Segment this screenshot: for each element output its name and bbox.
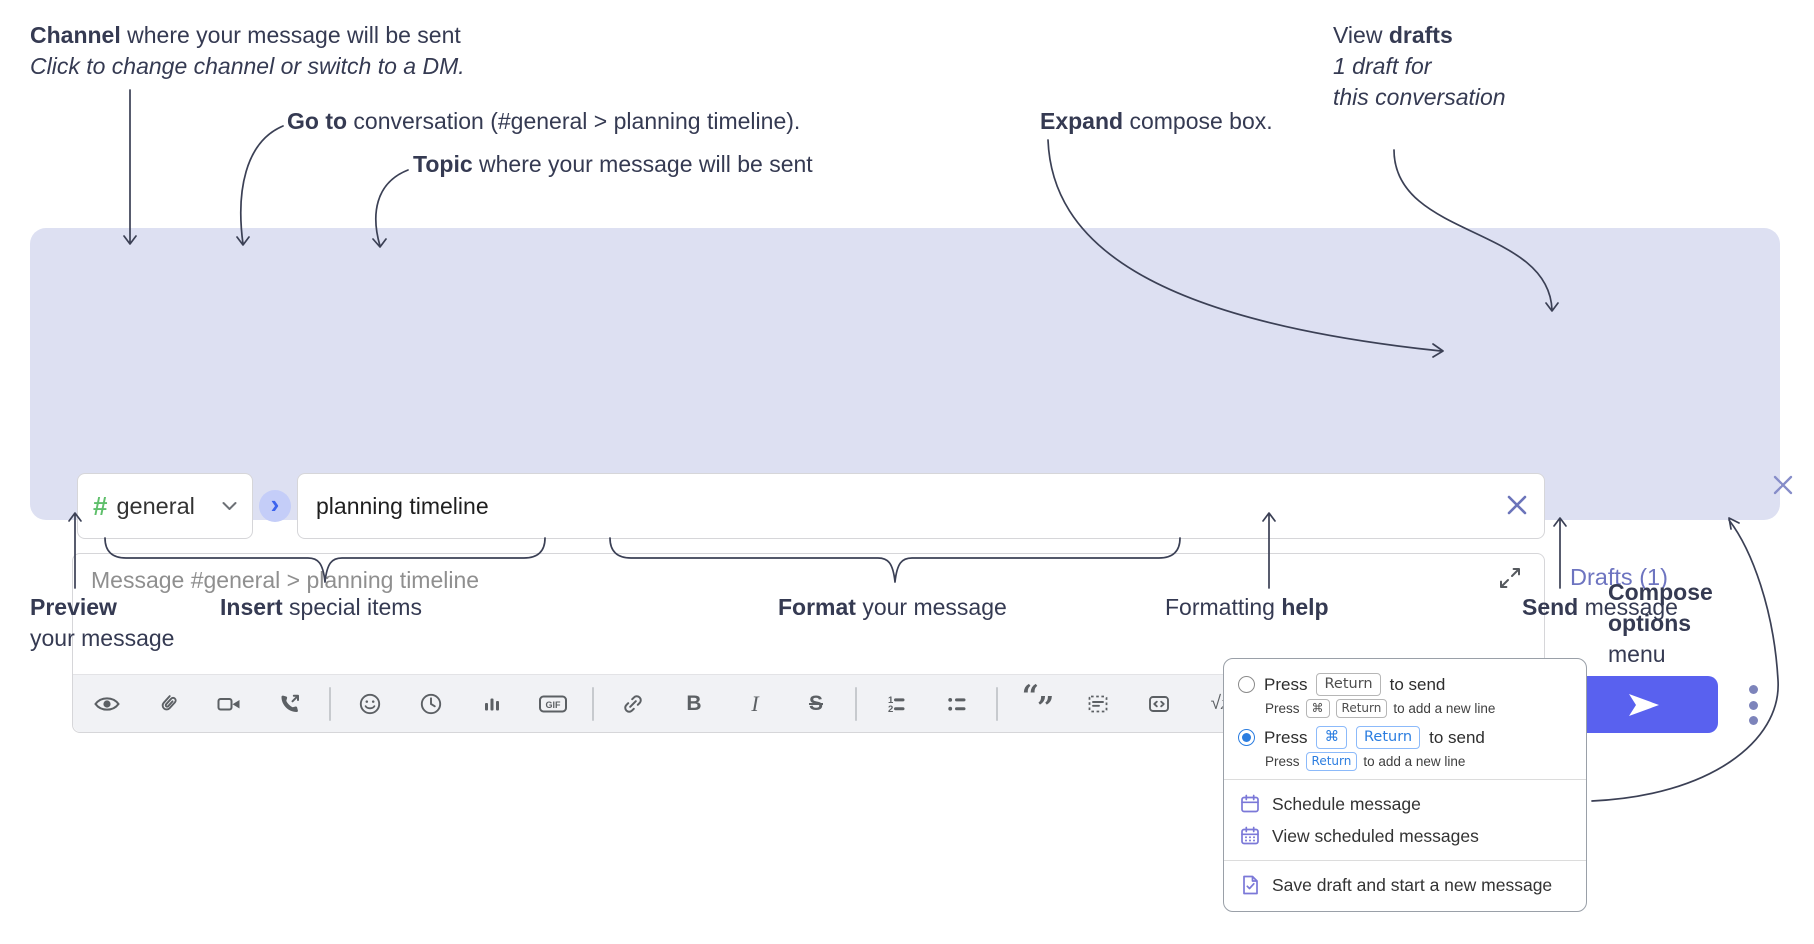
code-icon [1149,695,1169,712]
topic-input[interactable] [297,473,1545,539]
annotation-view-drafts: View drafts 1 draft for this conversatio… [1333,22,1506,110]
x-icon [1507,495,1527,515]
radio-selected-icon[interactable] [1238,729,1255,746]
channel-hash-icon: # [93,490,108,521]
menu-item-view-scheduled-messages[interactable]: View scheduled messages [1238,820,1572,852]
cmd-keycap: ⌘ [1305,699,1330,718]
eye-icon [94,696,120,711]
spoiler-icon [1088,695,1108,712]
code-button[interactable] [1137,682,1181,726]
bold-icon: B [686,691,702,715]
toolbar-divider [592,686,594,721]
schedule-time-button[interactable] [409,682,453,726]
send-shortcut-option-1[interactable]: Press Return to send [1238,673,1572,696]
menu-divider [1224,779,1586,780]
save-draft-icon [1243,875,1258,895]
toolbar-divider [855,686,857,721]
send-shortcut-option-2[interactable]: Press ⌘ Return to send [1238,726,1572,749]
annotation-channel-bold: Channel [30,22,121,48]
toolbar-divider [329,686,331,721]
numbered-list-icon: 1 2 [888,695,905,715]
annotation-channel-rest: where your message will be sent [120,22,461,48]
clock-icon [420,693,442,714]
strikethrough-icon: S [808,691,823,715]
send-plane-icon [1629,693,1659,716]
svg-text:1: 1 [888,695,894,706]
strikethrough-button[interactable]: S [794,682,838,726]
return-keycap: Return [1335,699,1388,718]
phone-outgoing-icon [281,694,299,712]
send-button[interactable] [1570,676,1718,733]
chevron-down-icon [222,502,237,510]
return-keycap: Return [1355,726,1421,749]
preview-message-button[interactable] [85,682,129,726]
annotation-channel: Channel where your message will be sent … [30,20,465,82]
annotation-formatting-help: Formatting help [1165,594,1329,620]
emoji-button[interactable] [348,682,392,726]
italic-button[interactable]: I [733,682,777,726]
annotation-format: Format your message [778,594,1007,620]
svg-text:2: 2 [888,704,893,715]
smiley-icon [359,693,381,714]
clear-topic-icon[interactable] [1503,492,1531,520]
poll-button[interactable] [470,682,514,726]
italic-icon: I [751,690,759,716]
video-camera-icon [217,697,240,710]
quote-button[interactable]: “” [1015,679,1059,726]
annotation-channel-sub: Click to change channel or switch to a D… [30,53,465,79]
link-icon [624,694,642,713]
topic-field-wrap [297,473,1545,539]
compose-options-button[interactable] [1742,685,1764,725]
toolbar-divider [996,686,998,721]
goto-conversation-button[interactable]: › [259,490,291,522]
bar-chart-icon [485,698,499,710]
paperclip-icon [161,694,177,710]
channel-name: general [116,492,195,519]
channel-selector[interactable]: # general [77,473,253,539]
send-shortcut-option-2-hint: Press Return to add a new line [1265,752,1466,771]
return-keycap: Return [1316,673,1381,696]
attach-file-button[interactable] [146,682,190,726]
bulleted-list-icon [948,697,966,711]
expand-arrows-icon [1500,567,1520,588]
dot-icon [1748,716,1758,725]
annotation-compose-options: Compose options menu [1608,579,1713,667]
video-call-button[interactable] [207,682,251,726]
bold-button[interactable]: B [672,682,716,726]
annotation-insert: Insert special items [220,594,422,620]
calendar-dates-icon [1241,826,1259,845]
bulleted-list-button[interactable] [935,682,979,726]
spoiler-button[interactable] [1076,682,1120,726]
line-channel [123,89,137,245]
gif-button[interactable]: GIF [531,682,575,726]
numbered-list-button[interactable]: 1 2 [874,682,918,726]
send-shortcut-option-1-hint: Press ⌘ Return to add a new line [1265,699,1496,718]
cmd-keycap: ⌘ [1316,726,1347,749]
menu-item-schedule-message[interactable]: Schedule message [1238,788,1572,820]
expand-compose-icon[interactable] [1496,565,1524,593]
menu-divider [1224,860,1586,861]
annotation-expand: Expand compose box. [1040,108,1273,134]
annotation-goto: Go to conversation (#general > planning … [287,108,801,134]
dot-icon [1748,685,1758,694]
gif-label: GIF [546,700,562,710]
close-compose-icon[interactable] [1769,472,1797,500]
gif-icon: GIF [539,695,567,712]
menu-item-save-draft-new-message[interactable]: Save draft and start a new message [1238,869,1572,901]
dot-icon [1748,700,1758,710]
return-keycap: Return [1305,752,1358,771]
quote-icon: “” [1021,679,1055,726]
link-button[interactable] [611,682,655,726]
radio-unselected-icon[interactable] [1238,676,1255,693]
compose-box: # general › [30,228,1793,733]
compose-options-menu: Press Return to send Press ⌘ Return to a… [1223,658,1587,912]
line-send [1553,517,1567,589]
calendar-icon [1241,794,1259,813]
annotation-topic: Topic where your message will be sent [413,151,813,177]
close-icon [1773,475,1793,494]
audio-call-button[interactable] [268,682,312,726]
annotation-preview: Preview your message [30,594,175,651]
